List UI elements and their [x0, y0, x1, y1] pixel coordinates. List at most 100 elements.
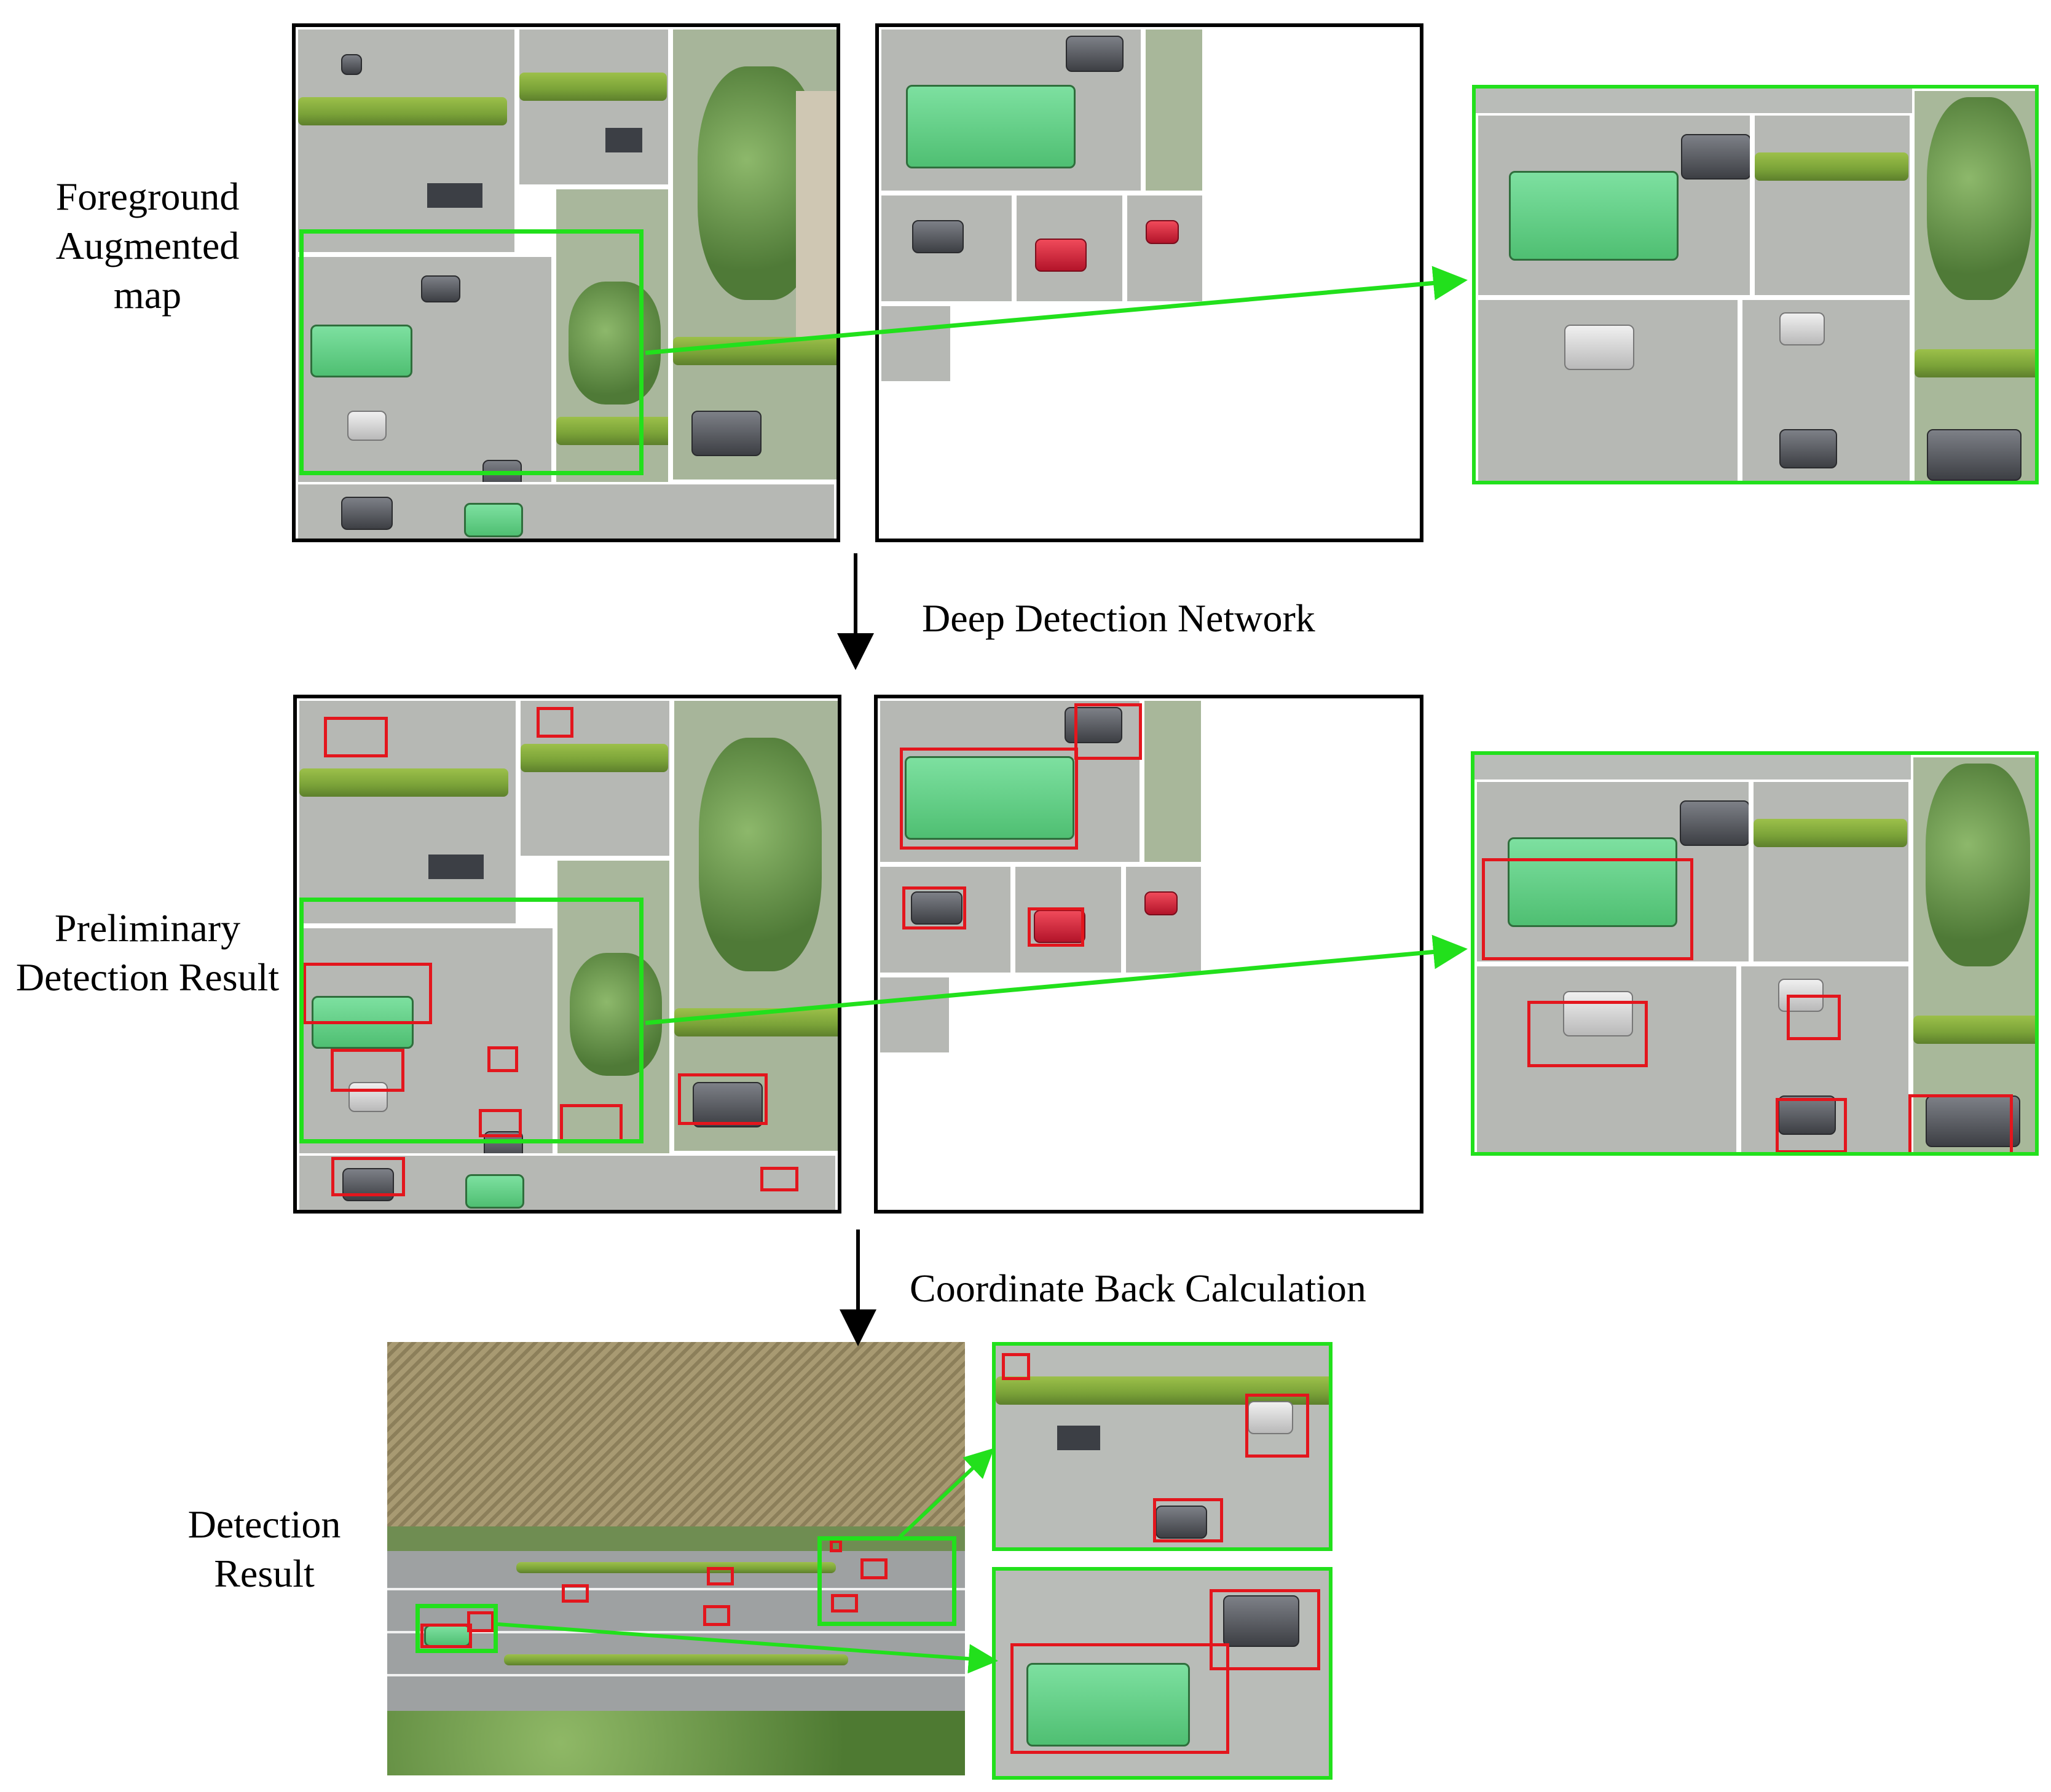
bus [465, 1174, 524, 1209]
hedge [1754, 819, 1907, 847]
zoom-arrow-1 [645, 266, 1468, 355]
detection-box [831, 1594, 858, 1612]
lane-line [387, 1674, 965, 1676]
tree [569, 282, 661, 405]
car [691, 411, 762, 456]
motorbike [341, 54, 362, 75]
tile [297, 1153, 838, 1210]
tile [878, 698, 1142, 864]
zoom-arrow-3a [898, 1448, 994, 1539]
detection-box [830, 1540, 842, 1552]
detection-box [1074, 703, 1142, 760]
car [348, 1082, 388, 1112]
zoom-arrow-2 [645, 934, 1468, 1025]
tile [878, 975, 951, 1055]
tree [699, 738, 822, 971]
detection-box [537, 707, 573, 738]
detection-box [487, 1046, 518, 1072]
tile [554, 187, 671, 513]
detection-box [902, 886, 966, 930]
bus [310, 325, 412, 377]
tile [1142, 698, 1203, 864]
tile [1014, 193, 1125, 304]
detection-box [1776, 1098, 1847, 1152]
tile [879, 27, 1143, 193]
detection-box [703, 1605, 730, 1626]
tile [296, 482, 837, 539]
detection-box [1908, 1094, 2013, 1152]
car [347, 411, 387, 441]
car [1066, 36, 1124, 72]
car [341, 497, 393, 530]
detection-box [1210, 1589, 1320, 1670]
detection-box [1028, 907, 1084, 947]
detection-box [331, 1049, 404, 1092]
tree-line [387, 1711, 965, 1775]
car [1035, 239, 1087, 272]
tree [570, 953, 662, 1076]
detection-box [1527, 1001, 1648, 1067]
bus [424, 1625, 471, 1647]
bus [1508, 837, 1677, 927]
detection-box [1010, 1643, 1229, 1754]
tree [1927, 97, 2031, 300]
solar-panel [1057, 1426, 1100, 1450]
car [1779, 429, 1837, 468]
zoom-arrow-3b [497, 1622, 998, 1674]
step-coordinate-back-calculation: Coordinate Back Calculation [910, 1266, 1366, 1310]
lane-line [387, 1588, 965, 1590]
car [1563, 991, 1633, 1036]
car [1155, 1506, 1207, 1539]
tile [297, 698, 518, 926]
tile [879, 193, 1014, 304]
tile [1474, 780, 1751, 964]
hedge [521, 744, 668, 772]
bus [905, 756, 1074, 840]
detection-box [760, 1167, 798, 1191]
detection-box [1482, 858, 1693, 960]
tile [1739, 964, 1911, 1152]
hedge [1755, 152, 1908, 181]
tile [1911, 755, 2035, 1152]
hedge [299, 768, 508, 797]
step-deep-detection-network: Deep Detection Network [922, 596, 1315, 640]
tile [1751, 780, 1911, 964]
detection-box [467, 1611, 494, 1632]
label-detection-result: Detection Result [187, 1502, 341, 1595]
detection-box [479, 1109, 522, 1137]
hedge [516, 1562, 836, 1573]
tile [1752, 113, 1912, 298]
hedge [996, 1376, 1329, 1405]
detection-box [1153, 1498, 1223, 1542]
detection-box [1787, 995, 1841, 1040]
detection-box [678, 1073, 768, 1125]
tile [1740, 298, 1912, 481]
lane-line [387, 1631, 965, 1633]
hedge [298, 97, 507, 125]
tile [1124, 864, 1203, 975]
tile [1125, 193, 1205, 304]
zoom-detail-1 [1472, 85, 2039, 484]
car [911, 891, 963, 925]
car [1779, 312, 1825, 345]
zoom-region-2 [299, 898, 644, 1143]
detection-box [303, 963, 432, 1024]
hedge [1913, 1016, 2035, 1044]
detection-box [1002, 1353, 1030, 1380]
zoom-detail-3a [992, 1342, 1333, 1551]
bus [1026, 1663, 1190, 1747]
detection-box [331, 1157, 405, 1196]
solar-panel [427, 183, 482, 208]
augmented-map-2 [875, 23, 1423, 542]
tile [1474, 964, 1739, 1152]
car [1564, 325, 1634, 370]
field [387, 1342, 965, 1539]
tile [671, 27, 837, 482]
detection-box [900, 748, 1078, 850]
car [1034, 910, 1085, 943]
solar-panel [428, 855, 484, 879]
detection-box [420, 1624, 472, 1648]
augmented-map-1 [292, 23, 840, 542]
detection-box [562, 1584, 589, 1603]
